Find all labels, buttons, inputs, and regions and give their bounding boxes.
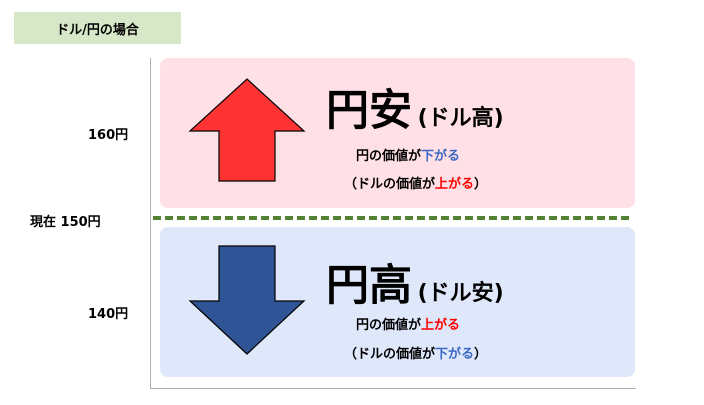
yen-weak-title: 円安 [326,86,412,136]
x-axis-line [150,388,636,389]
yen-weak-line2-suffix: ） [474,177,488,192]
title-tag: ドル/円の場合 [14,12,181,44]
yen-weak-line1-keyword: 下がる [421,149,461,164]
current-rate-line [153,216,629,220]
title-tag-label: ドル/円の場合 [56,22,139,38]
yen-strong-line1-prefix: 円の価値が [356,318,422,333]
yen-weak-line2: （ドルの価値が上がる） [344,173,487,192]
yen-strong-line2-prefix: （ドルの価値が [344,347,436,362]
tick-140: 140円 [88,307,129,322]
yen-weak-line2-keyword: 上がる [435,177,475,192]
yen-strong-line2: （ドルの価値が下がる） [344,343,487,362]
yen-weak-subtitle: (ドル高) [417,106,504,131]
yen-strong-line1: 円の価値が上がる [356,314,460,333]
up-arrow-icon [188,78,306,182]
tick-160: 160円 [88,128,129,143]
down-arrow-icon [188,245,306,355]
yen-weak-line2-prefix: （ドルの価値が [344,177,436,192]
yen-strong-line2-keyword: 下がる [435,347,475,362]
tick-current: 現在 150円 [30,215,101,230]
yen-strong-heading: 円高 (ドル安) [326,251,504,313]
yen-weak-line1-prefix: 円の価値が [356,149,422,164]
yen-strong-subtitle: (ドル安) [417,281,504,306]
yen-strong-title: 円高 [326,261,412,311]
y-axis-line [150,58,151,389]
yen-weak-line1: 円の価値が下がる [356,145,460,164]
yen-weak-heading: 円安 (ドル高) [326,76,504,138]
yen-strong-line1-keyword: 上がる [421,318,461,333]
yen-strong-line2-suffix: ） [474,347,488,362]
